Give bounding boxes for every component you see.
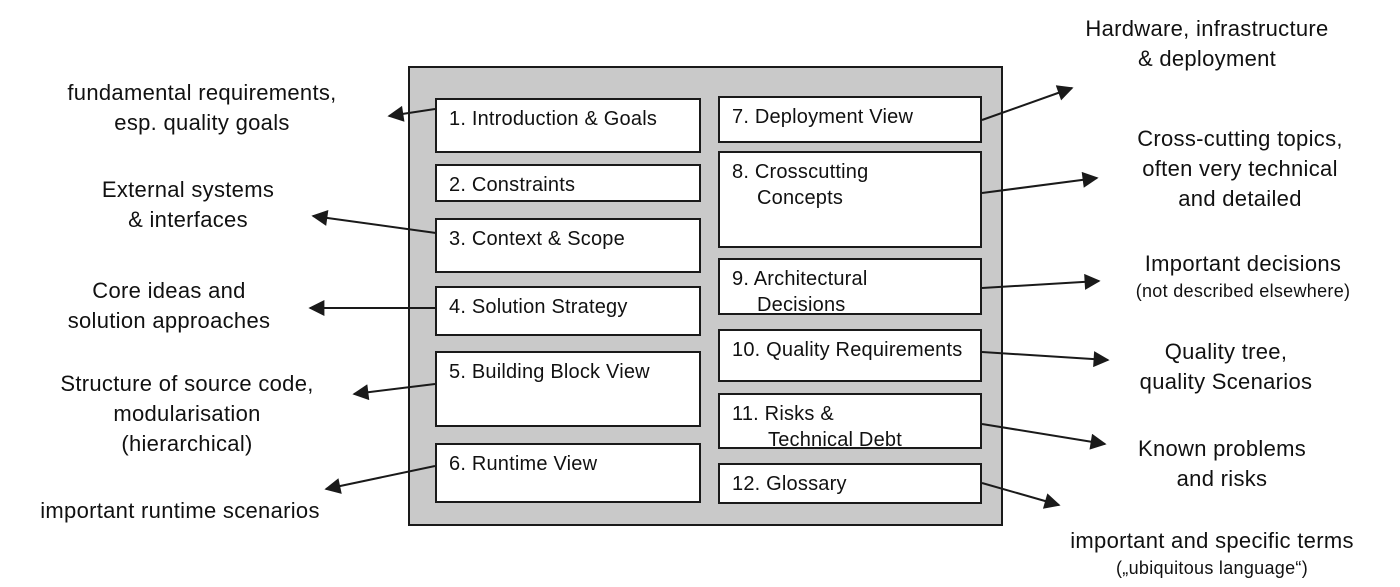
section-label-line2: Technical Debt: [768, 429, 902, 451]
arrow-runtime-to-note: [324, 465, 436, 494]
section-label: 12. Glossary: [732, 473, 847, 495]
section-box-introduction-goals: 1. Introduction & Goals: [435, 98, 701, 153]
section-label: 1. Introduction & Goals: [449, 108, 658, 130]
annotation-specific-terms: important and specific terms („ubiquitou…: [1032, 526, 1392, 580]
annotation-line: esp. quality goals: [114, 110, 290, 135]
section-box-runtime-view: 6. Runtime View: [435, 443, 701, 503]
annotation-line: often very technical: [1142, 156, 1338, 181]
annotation-line: (hierarchical): [121, 431, 253, 456]
section-label: 8. Crosscutting: [732, 161, 869, 183]
section-label: 2. Constraints: [449, 174, 576, 196]
arrow-context-to-note: [311, 210, 437, 234]
arrow-decisions-to-note: [981, 273, 1101, 290]
section-box-crosscutting-concepts: 8. Crosscutting Concepts: [718, 151, 982, 248]
annotation-structure-source-code: Structure of source code, modularisation…: [27, 369, 347, 459]
annotation-line: Structure of source code,: [60, 371, 314, 396]
annotation-line: and detailed: [1178, 186, 1302, 211]
annotation-hardware-infrastructure: Hardware, infrastructure & deployment: [1047, 14, 1367, 74]
annotation-line: External systems: [101, 177, 275, 202]
section-box-quality-requirements: 10. Quality Requirements: [718, 329, 982, 382]
section-box-building-block-view: 5. Building Block View: [435, 351, 701, 427]
annotation-quality-tree: Quality tree, quality Scenarios: [1066, 337, 1386, 397]
arrow-introduction-to-note: [387, 105, 436, 122]
section-box-glossary: 12. Glossary: [718, 463, 982, 504]
annotation-cross-cutting-topics: Cross-cutting topics, often very technic…: [1080, 124, 1400, 214]
annotation-line: Known problems: [1137, 436, 1307, 461]
section-label: 6. Runtime View: [449, 453, 598, 475]
annotation-line: quality Scenarios: [1139, 369, 1313, 394]
annotation-important-decisions: Important decisions (not described elsew…: [1083, 249, 1400, 303]
annotation-line: Hardware, infrastructure: [1085, 16, 1329, 41]
section-label: 5. Building Block View: [449, 361, 650, 383]
annotation-line: fundamental requirements,: [67, 80, 337, 105]
section-label: 11. Risks &: [732, 403, 834, 425]
annotation-line: important and specific terms: [1070, 528, 1354, 553]
section-box-constraints: 2. Constraints: [435, 164, 701, 202]
annotation-line: important runtime scenarios: [40, 498, 320, 523]
annotation-external-systems: External systems & interfaces: [58, 175, 318, 235]
annotation-line: Core ideas and: [92, 278, 246, 303]
section-box-risks-technical-debt: 11. Risks & Technical Debt: [718, 393, 982, 451]
annotation-line: Quality tree,: [1164, 339, 1288, 364]
annotation-line: modularisation: [113, 401, 261, 426]
annotation-line: and risks: [1176, 466, 1268, 491]
annotation-line-small: (not described elsewhere): [1135, 281, 1351, 301]
annotation-line: Cross-cutting topics,: [1137, 126, 1343, 151]
arrow-deployment-to-note: [981, 85, 1074, 121]
annotation-line: Important decisions: [1144, 251, 1342, 276]
section-label: 10. Quality Requirements: [732, 339, 963, 361]
arrow-risks-to-note: [981, 423, 1107, 450]
section-box-deployment-view: 7. Deployment View: [718, 96, 982, 143]
annotation-line: & interfaces: [128, 207, 248, 232]
arrow-glossary-to-note: [981, 482, 1061, 509]
annotation-fundamental-requirements: fundamental requirements, esp. quality g…: [22, 78, 382, 138]
annotation-line: & deployment: [1137, 46, 1277, 71]
annotation-runtime-scenarios: important runtime scenarios: [6, 496, 354, 526]
section-label: 4. Solution Strategy: [449, 296, 628, 318]
section-label-line2: Concepts: [757, 187, 844, 209]
arrow-building-block-to-note: [352, 383, 436, 401]
arrow-crosscutting-to-note: [981, 171, 1099, 194]
annotation-known-problems: Known problems and risks: [1062, 434, 1382, 494]
section-box-solution-strategy: 4. Solution Strategy: [435, 286, 701, 336]
section-label: 9. Architectural: [732, 268, 868, 290]
annotation-core-ideas: Core ideas and solution approaches: [39, 276, 299, 336]
section-label-line2: Decisions: [757, 294, 846, 316]
annotation-line-small: („ubiquitous language“): [1115, 558, 1308, 578]
annotation-line: solution approaches: [67, 308, 271, 333]
section-box-architectural-decisions: 9. Architectural Decisions: [718, 258, 982, 316]
section-label: 3. Context & Scope: [449, 228, 625, 250]
section-label: 7. Deployment View: [732, 106, 914, 128]
arrow-quality-to-note: [981, 351, 1110, 368]
section-box-context-scope: 3. Context & Scope: [435, 218, 701, 273]
